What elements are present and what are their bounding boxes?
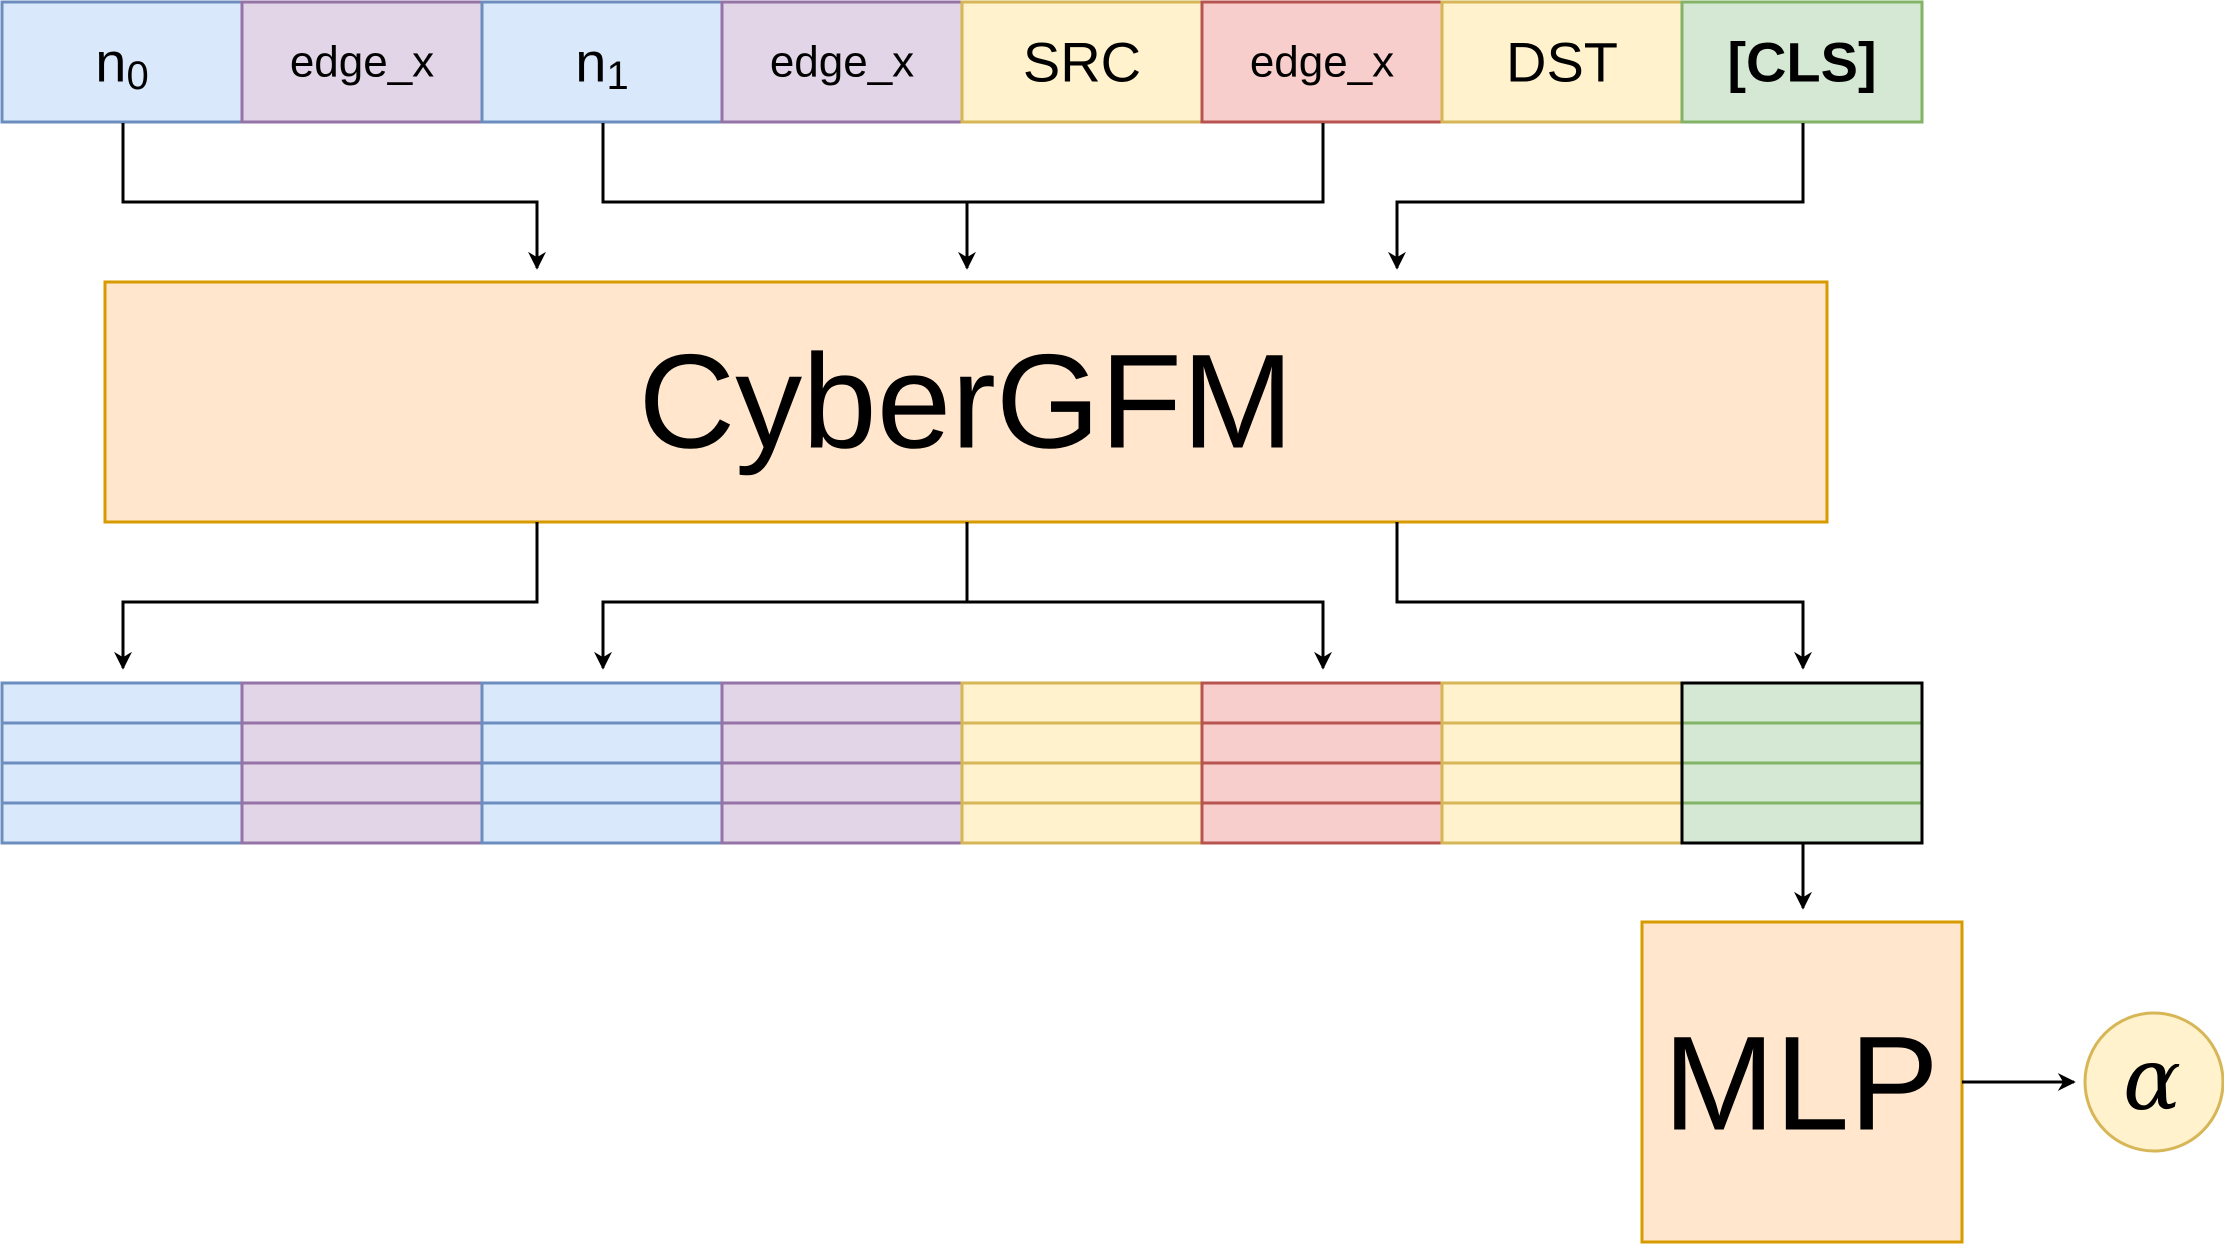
embedding-cell — [1200, 681, 1444, 725]
input-token-label: edge_x — [1250, 38, 1394, 87]
input-token-subscript: 1 — [606, 54, 628, 98]
embedding-column-5 — [1200, 681, 1444, 845]
cybergfm-label: CyberGFM — [638, 328, 1293, 477]
embedding-column-6 — [1440, 681, 1684, 845]
embedding-column-2 — [480, 681, 724, 845]
input-token-2: n1 — [480, 0, 724, 124]
input-token-3: edge_x — [720, 0, 964, 124]
embedding-cell — [0, 761, 244, 805]
input-token-sequence: n0 edge_x n1 edge_x SRC edge_x DST [CLS] — [0, 0, 1924, 124]
embedding-cell — [1440, 761, 1684, 805]
input-token-box — [1200, 0, 1444, 124]
input-token-box — [480, 0, 724, 124]
embedding-column-7 — [1680, 681, 1924, 845]
input-token-label: DST — [1506, 31, 1618, 94]
embedding-cell — [720, 681, 964, 725]
embedding-cell — [480, 801, 724, 845]
cybergfm-box — [103, 280, 1829, 524]
input-token-box — [0, 0, 244, 124]
embedding-cell — [1440, 801, 1684, 845]
arrow-model-to-n1-embedding — [594, 600, 967, 670]
input-token-label: [CLS] — [1727, 31, 1876, 94]
mlp-head: MLP — [1640, 920, 1964, 1244]
embedding-cell — [480, 681, 724, 725]
input-token-5: edge_x — [1200, 0, 1444, 124]
embedding-column-4 — [960, 681, 1204, 845]
embedding-cell — [960, 681, 1204, 725]
embedding-cell — [480, 761, 724, 805]
input-token-1: edge_x — [240, 0, 484, 124]
input-token-subscript: 0 — [126, 54, 148, 98]
mlp-label: MLP — [1663, 1010, 1939, 1159]
embedding-cell — [240, 761, 484, 805]
embedding-cell — [1200, 721, 1444, 765]
embedding-cell — [960, 761, 1204, 805]
embedding-cell — [720, 721, 964, 765]
arrow-cls-to-model — [1388, 123, 1805, 270]
arrow-tokens-merge-line — [601, 123, 1325, 204]
embedding-cell — [1680, 681, 1924, 725]
input-token-6: DST — [1440, 0, 1684, 124]
alpha-output-circle — [2083, 1011, 2224, 1153]
arrow-model-to-cls-embedding — [1395, 522, 1812, 670]
embedding-cell — [240, 681, 484, 725]
input-token-box — [720, 0, 964, 124]
input-token-0: n0 — [0, 0, 244, 124]
input-token-label: edge_x — [770, 38, 914, 87]
arrow-model-to-edge-embedding — [967, 600, 1332, 670]
embedding-cell — [1440, 681, 1684, 725]
alpha-output: α — [2083, 1011, 2224, 1153]
embedding-cell — [1680, 761, 1924, 805]
embedding-column-3 — [720, 681, 964, 845]
input-token-box — [1680, 0, 1924, 124]
arrow-n0-to-model — [121, 123, 546, 270]
embedding-cell — [720, 801, 964, 845]
embedding-cell — [1680, 721, 1924, 765]
embedding-cell — [1200, 761, 1444, 805]
embedding-cell — [0, 721, 244, 765]
embedding-cell — [1680, 801, 1924, 845]
input-token-label: n1 — [575, 31, 628, 99]
arrow-model-to-n0-embedding — [114, 522, 539, 670]
embedding-cell — [240, 721, 484, 765]
cybergfm-model: CyberGFM — [103, 280, 1829, 524]
alpha-symbol: α — [2123, 1030, 2181, 1130]
input-token-label: edge_x — [290, 38, 434, 87]
embedding-cell — [240, 801, 484, 845]
input-arrows — [121, 123, 1805, 270]
embedding-cell — [960, 721, 1204, 765]
output-arrows — [114, 522, 1812, 670]
embedding-cell — [0, 681, 244, 725]
embedding-cell — [1200, 801, 1444, 845]
embedding-cell — [480, 721, 724, 765]
embedding-column-0 — [0, 681, 244, 845]
embedding-cell — [1440, 721, 1684, 765]
input-token-4: SRC — [960, 0, 1204, 124]
input-token-label: SRC — [1023, 31, 1141, 94]
embedding-grid — [0, 681, 1924, 845]
embedding-cell — [0, 801, 244, 845]
embedding-cell — [960, 801, 1204, 845]
input-token-7: [CLS] — [1680, 0, 1924, 124]
embedding-cell — [720, 761, 964, 805]
embedding-column-1 — [240, 681, 484, 845]
